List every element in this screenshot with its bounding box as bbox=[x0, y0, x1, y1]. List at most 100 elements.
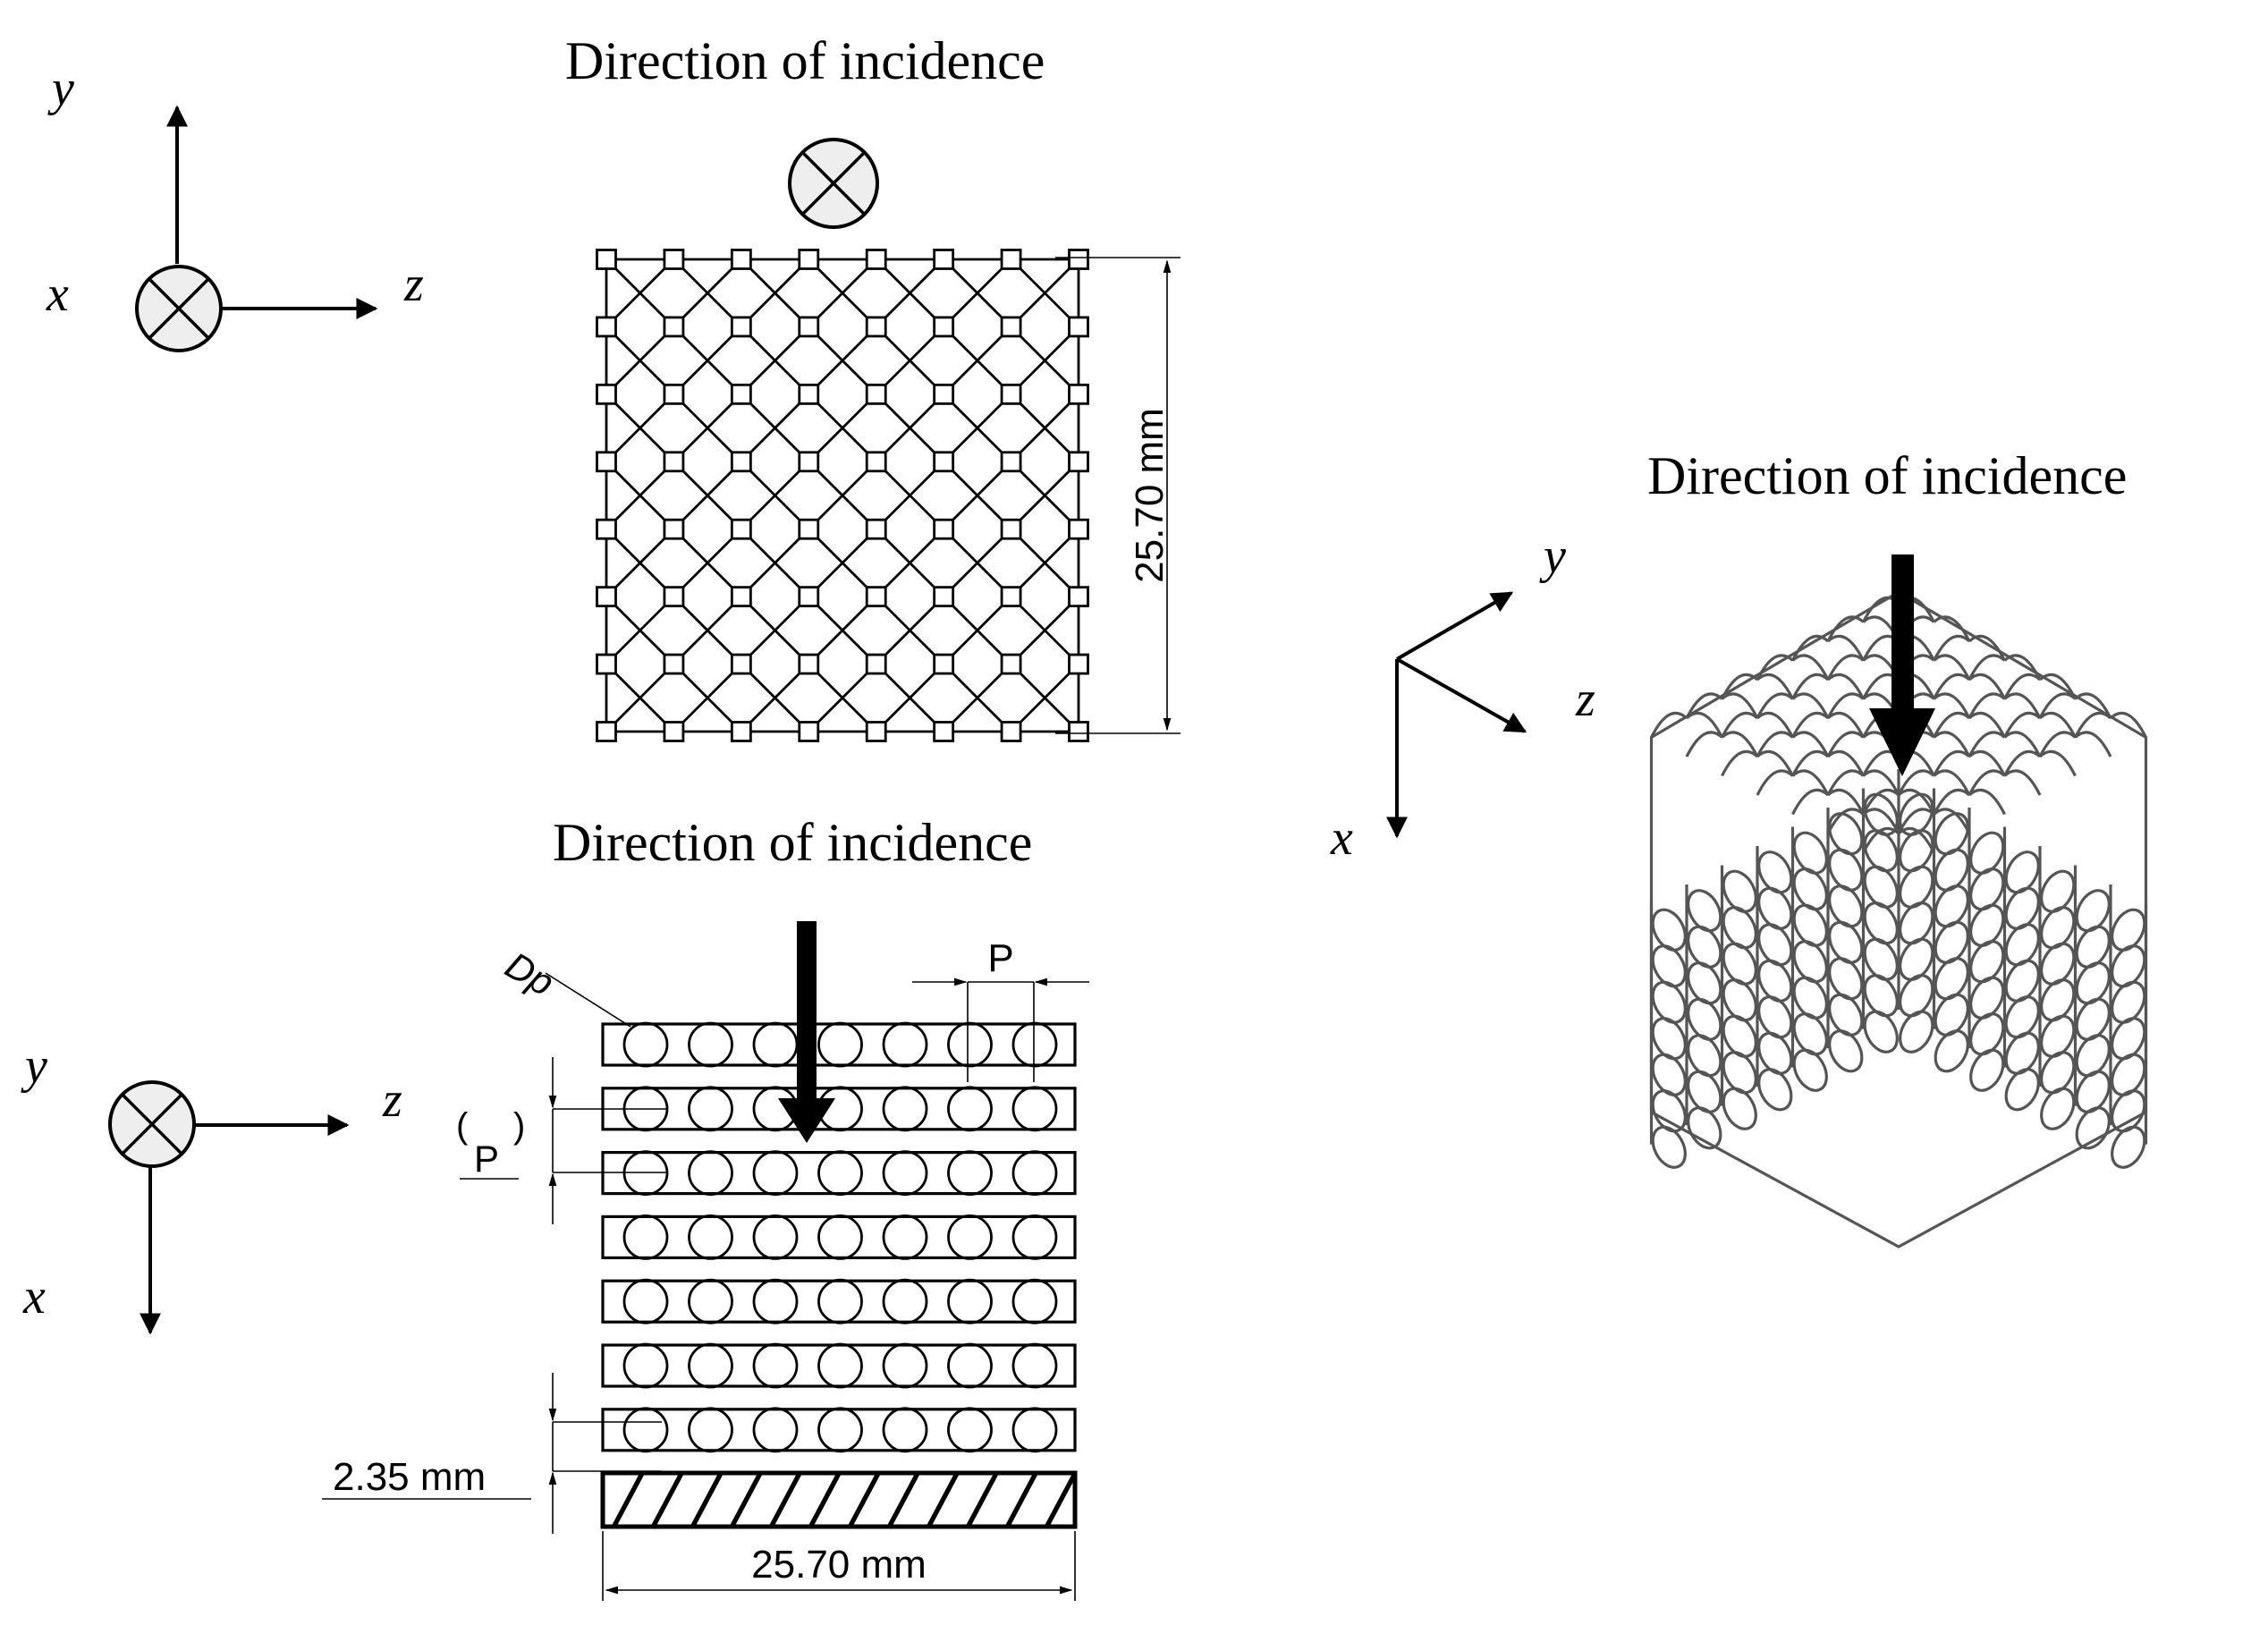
incidence-label-side: Direction of incidence bbox=[553, 813, 1032, 872]
strut-node bbox=[1068, 653, 1089, 675]
pore-circle bbox=[688, 1278, 733, 1325]
pore-diameter-leader: Dp bbox=[499, 944, 631, 1028]
strut-node bbox=[730, 518, 752, 540]
pore-circle bbox=[882, 1021, 928, 1068]
pore-circle bbox=[817, 1021, 863, 1068]
pore-circle bbox=[882, 1342, 928, 1389]
strut-node bbox=[865, 316, 887, 338]
pore-circle bbox=[1011, 1021, 1058, 1068]
pore-circle bbox=[752, 1215, 799, 1260]
side-view-layers bbox=[601, 1021, 1077, 1453]
strut-node bbox=[1000, 451, 1022, 473]
z-axis-label: z bbox=[382, 1072, 402, 1128]
pore-circle bbox=[817, 1407, 863, 1453]
pitch-label: P bbox=[987, 936, 1013, 980]
incidence-label-front: Direction of incidence bbox=[565, 31, 1045, 90]
strut-node bbox=[798, 249, 820, 270]
strut-node bbox=[596, 451, 617, 473]
pore-circle bbox=[882, 1407, 928, 1453]
iso-side-pores bbox=[1651, 792, 2146, 1169]
pore-circle bbox=[1011, 1215, 1058, 1260]
strut-node bbox=[798, 518, 820, 540]
strut-node bbox=[596, 653, 617, 675]
strut-node bbox=[663, 721, 685, 742]
strut-node bbox=[865, 586, 887, 608]
strut-node bbox=[663, 451, 685, 473]
pore-circle bbox=[622, 1021, 669, 1068]
strut-node bbox=[730, 721, 752, 742]
pore-circle bbox=[817, 1215, 863, 1260]
strut-node bbox=[865, 383, 887, 405]
lattice-layer bbox=[601, 1086, 1077, 1132]
pore-circle bbox=[1011, 1086, 1058, 1132]
axes-isometric: y z x bbox=[1330, 529, 1595, 866]
strut-node bbox=[663, 586, 685, 608]
iso-top-arches bbox=[1650, 596, 2147, 854]
strut-node bbox=[1068, 518, 1089, 540]
x-axis-label: x bbox=[46, 267, 69, 322]
strut-node bbox=[1000, 586, 1022, 608]
pore-circle bbox=[882, 1086, 928, 1132]
pitch-bracket-symbol: ) bbox=[513, 1106, 525, 1146]
circled-x-icon bbox=[108, 1080, 196, 1168]
pore-circle bbox=[622, 1278, 669, 1325]
height-label: 25.70 mm bbox=[1128, 408, 1172, 583]
axes-top-left: y x z bbox=[46, 61, 424, 352]
lattice-layer bbox=[601, 1150, 1077, 1196]
strut-node bbox=[865, 518, 887, 540]
strut-node bbox=[798, 653, 820, 675]
strut-node bbox=[596, 721, 617, 742]
pore-circle bbox=[622, 1407, 669, 1453]
strut-node bbox=[730, 316, 752, 338]
strut-node bbox=[730, 249, 752, 270]
pore-circle bbox=[752, 1407, 799, 1453]
strut-node bbox=[1068, 249, 1089, 270]
pore-circle bbox=[947, 1021, 993, 1068]
circled-x-icon bbox=[788, 138, 879, 229]
strut-node bbox=[1068, 316, 1089, 338]
strut-node bbox=[933, 316, 955, 338]
strut-node bbox=[663, 653, 685, 675]
strut-node bbox=[663, 383, 685, 405]
pore-circle bbox=[1011, 1150, 1058, 1196]
axes-bottom-left: y z x bbox=[21, 1038, 402, 1335]
dimension-height: 25.70 mm bbox=[1055, 257, 1181, 734]
strut-node bbox=[1068, 451, 1089, 473]
strut-node bbox=[798, 383, 820, 405]
strut-node bbox=[596, 316, 617, 338]
incidence-arrow-side bbox=[778, 921, 835, 1143]
pore-circle bbox=[752, 1150, 799, 1196]
strut-node bbox=[1000, 249, 1022, 270]
pore-circle bbox=[882, 1150, 928, 1196]
pitch-bracket-symbol: ( bbox=[456, 1106, 469, 1146]
circled-x-icon bbox=[135, 265, 223, 352]
strut-node bbox=[933, 653, 955, 675]
strut-node bbox=[865, 653, 887, 675]
y-axis-label: y bbox=[1539, 529, 1566, 584]
x-axis-label: x bbox=[1330, 810, 1353, 866]
pore-circle bbox=[882, 1215, 928, 1260]
pore-circle bbox=[688, 1150, 733, 1196]
strut-node bbox=[1000, 653, 1022, 675]
strut-node bbox=[933, 586, 955, 608]
pore-circle bbox=[622, 1215, 669, 1260]
strut-node bbox=[798, 586, 820, 608]
lattice-layer bbox=[601, 1407, 1077, 1453]
strut-node bbox=[730, 383, 752, 405]
pore-circle bbox=[817, 1342, 863, 1389]
strut-node bbox=[1068, 721, 1089, 742]
pore-circle bbox=[947, 1215, 993, 1260]
strut-node bbox=[663, 249, 685, 270]
strut-node bbox=[596, 383, 617, 405]
pore-circle bbox=[622, 1342, 669, 1389]
strut-node bbox=[933, 249, 955, 270]
pore-circle bbox=[947, 1342, 993, 1389]
strut-node bbox=[798, 721, 820, 742]
y-axis-label: y bbox=[47, 61, 74, 116]
pore-diameter-label: Dp bbox=[499, 944, 562, 1004]
strut-node bbox=[933, 451, 955, 473]
pitch-dimension-top: P bbox=[912, 936, 1089, 1082]
strut-node bbox=[596, 249, 617, 270]
strut-node bbox=[663, 518, 685, 540]
